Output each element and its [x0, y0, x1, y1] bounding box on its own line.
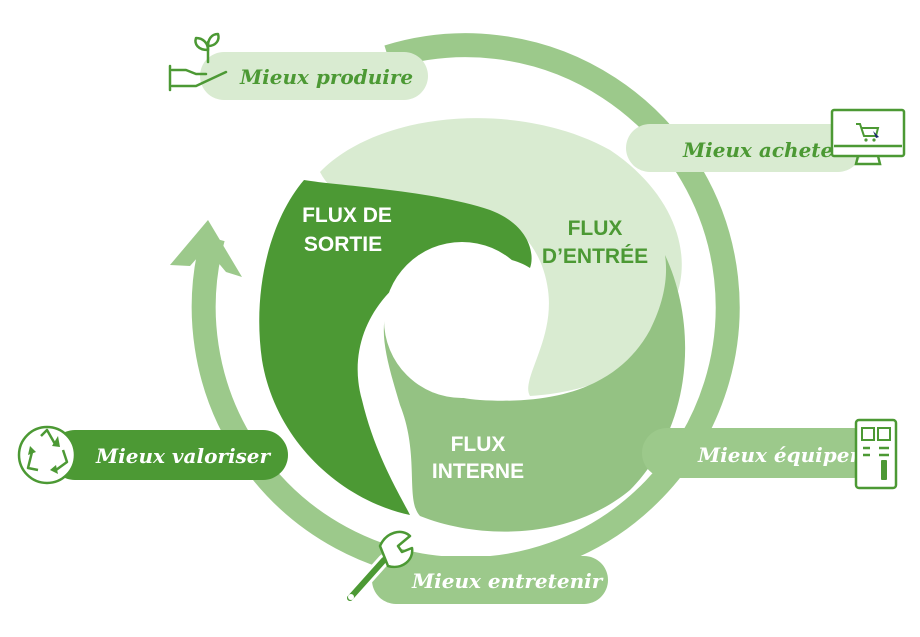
step-label: Mieux entretenir — [411, 569, 604, 593]
flux-interne-line1: FLUX — [451, 433, 506, 456]
computer-cart-icon — [830, 108, 906, 166]
step-label: Mieux valoriser — [95, 444, 272, 468]
flux-sortie-shape — [259, 180, 532, 515]
flux-sortie-line1: FLUX DE — [302, 204, 392, 227]
step-pill — [200, 52, 428, 100]
flux-sortie-line2: SORTIE — [304, 233, 382, 256]
step-pill — [642, 428, 878, 478]
step-pill — [50, 430, 288, 480]
device-remote-icon — [854, 418, 898, 490]
step-label: Mieux produire — [239, 65, 413, 89]
flux-entree-shape — [320, 118, 682, 396]
step-label: Mieux acheter — [682, 138, 845, 162]
flux-interne-shape — [383, 255, 686, 532]
step-label: Mieux équiper — [697, 443, 861, 467]
step-pill — [372, 556, 608, 604]
inner-swirl — [259, 118, 686, 532]
cycle-arrow-head — [170, 220, 242, 277]
step-mieux-equiper: Mieux équiper — [642, 418, 898, 490]
step-mieux-produire: Mieux produire — [168, 32, 428, 100]
step-mieux-valoriser: Mieux valoriser — [17, 425, 288, 485]
flux-entree-line1: FLUX — [568, 217, 623, 240]
step-mieux-entretenir: Mieux entretenir — [344, 530, 608, 604]
step-mieux-acheter: Mieux acheter — [626, 108, 906, 172]
swirl-center — [384, 242, 540, 398]
recycle-icon — [17, 425, 77, 485]
wrench-icon — [344, 530, 414, 604]
flux-entree-line2: D’ENTRÉE — [542, 245, 648, 268]
flux-interne-line2: INTERNE — [432, 460, 524, 483]
step-pill — [626, 124, 862, 172]
hand-plant-icon — [168, 32, 228, 92]
